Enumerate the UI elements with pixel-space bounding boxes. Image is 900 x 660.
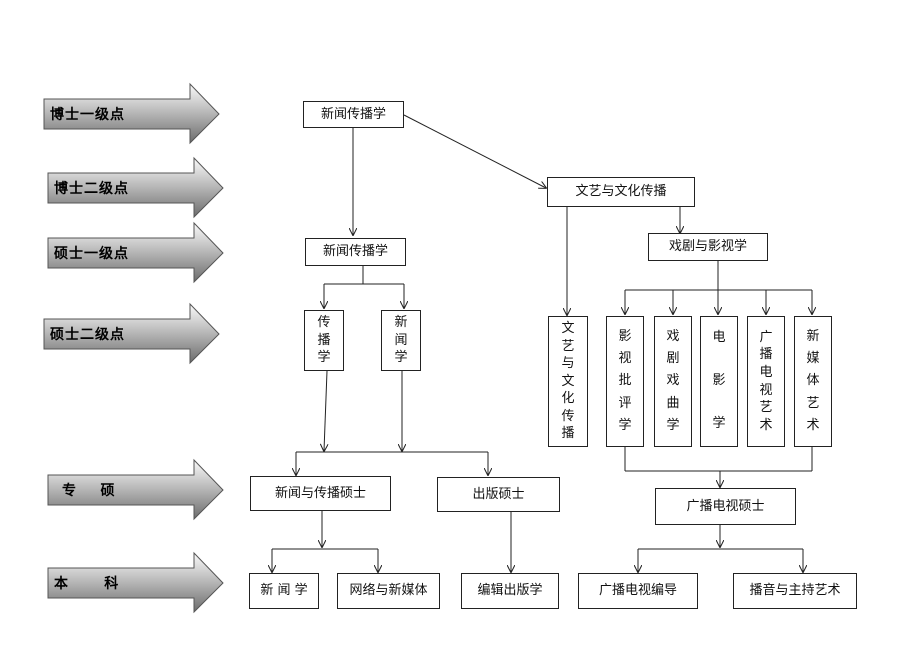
node-communication: 传播学 — [304, 310, 344, 371]
node-film-criticism: 影视批评学 — [606, 316, 644, 447]
node-master-journalism: 新闻传播学 — [305, 238, 406, 266]
node-label: 新闻学 — [394, 315, 408, 366]
node-label: 影视批评学 — [618, 329, 632, 433]
node-film: 电影学 — [700, 316, 738, 447]
node-drama-opera: 戏剧戏曲学 — [654, 316, 692, 447]
node-journalism-master2: 新闻学 — [381, 310, 421, 371]
node-doctor-journalism: 新闻传播学 — [303, 101, 404, 128]
node-label: 文艺与文化传播 — [561, 321, 575, 442]
arrow-shape-icon — [47, 156, 224, 219]
node-label: 广播电视艺术 — [759, 329, 773, 433]
level-label: 本 科 — [54, 576, 120, 592]
level-label: 硕士一级点 — [54, 246, 129, 262]
level-arrow-zhuanshuo: 专 硕 — [47, 458, 224, 521]
node-ug-journalism: 新 闻 学 — [249, 573, 319, 609]
node-ug-editing-publishing: 编辑出版学 — [461, 573, 559, 609]
level-label: 硕士二级点 — [50, 327, 125, 343]
node-label: 戏剧戏曲学 — [666, 329, 680, 433]
node-ug-announcing-hosting: 播音与主持艺术 — [733, 573, 857, 609]
level-arrow-shuoshi-yiji: 硕士一级点 — [47, 221, 224, 284]
node-ug-network-media: 网络与新媒体 — [337, 573, 440, 609]
arrow-shape-icon — [43, 302, 220, 365]
level-arrow-boshi-erji: 博士二级点 — [47, 156, 224, 219]
arrow-shape-icon — [47, 551, 224, 614]
node-arts-culture-master2: 文艺与文化传播 — [548, 316, 588, 447]
level-label: 专 硕 — [62, 483, 116, 499]
node-mjc: 新闻与传播硕士 — [250, 476, 391, 511]
node-broadcast-tv-master: 广播电视硕士 — [655, 488, 796, 525]
level-arrow-benke: 本 科 — [47, 551, 224, 614]
node-drama-film-tv: 戏剧与影视学 — [648, 233, 768, 261]
level-label: 博士一级点 — [50, 107, 125, 123]
arrow-shape-icon — [47, 221, 224, 284]
node-doctor-arts-culture: 文艺与文化传播 — [547, 177, 695, 207]
node-new-media-art: 新媒体艺术 — [794, 316, 832, 447]
level-label: 博士二级点 — [54, 181, 129, 197]
node-label: 电影学 — [712, 330, 726, 431]
node-publishing-master: 出版硕士 — [437, 477, 560, 512]
node-label: 新媒体艺术 — [806, 329, 820, 433]
arrow-shape-icon — [47, 458, 224, 521]
level-arrow-shuoshi-erji: 硕士二级点 — [43, 302, 220, 365]
level-arrow-boshi-yiji: 博士一级点 — [43, 82, 220, 145]
arrow-shape-icon — [43, 82, 220, 145]
node-label: 传播学 — [317, 315, 331, 366]
node-ug-broadcast-directing: 广播电视编导 — [578, 573, 698, 609]
node-broadcast-tv-art: 广播电视艺术 — [747, 316, 785, 447]
